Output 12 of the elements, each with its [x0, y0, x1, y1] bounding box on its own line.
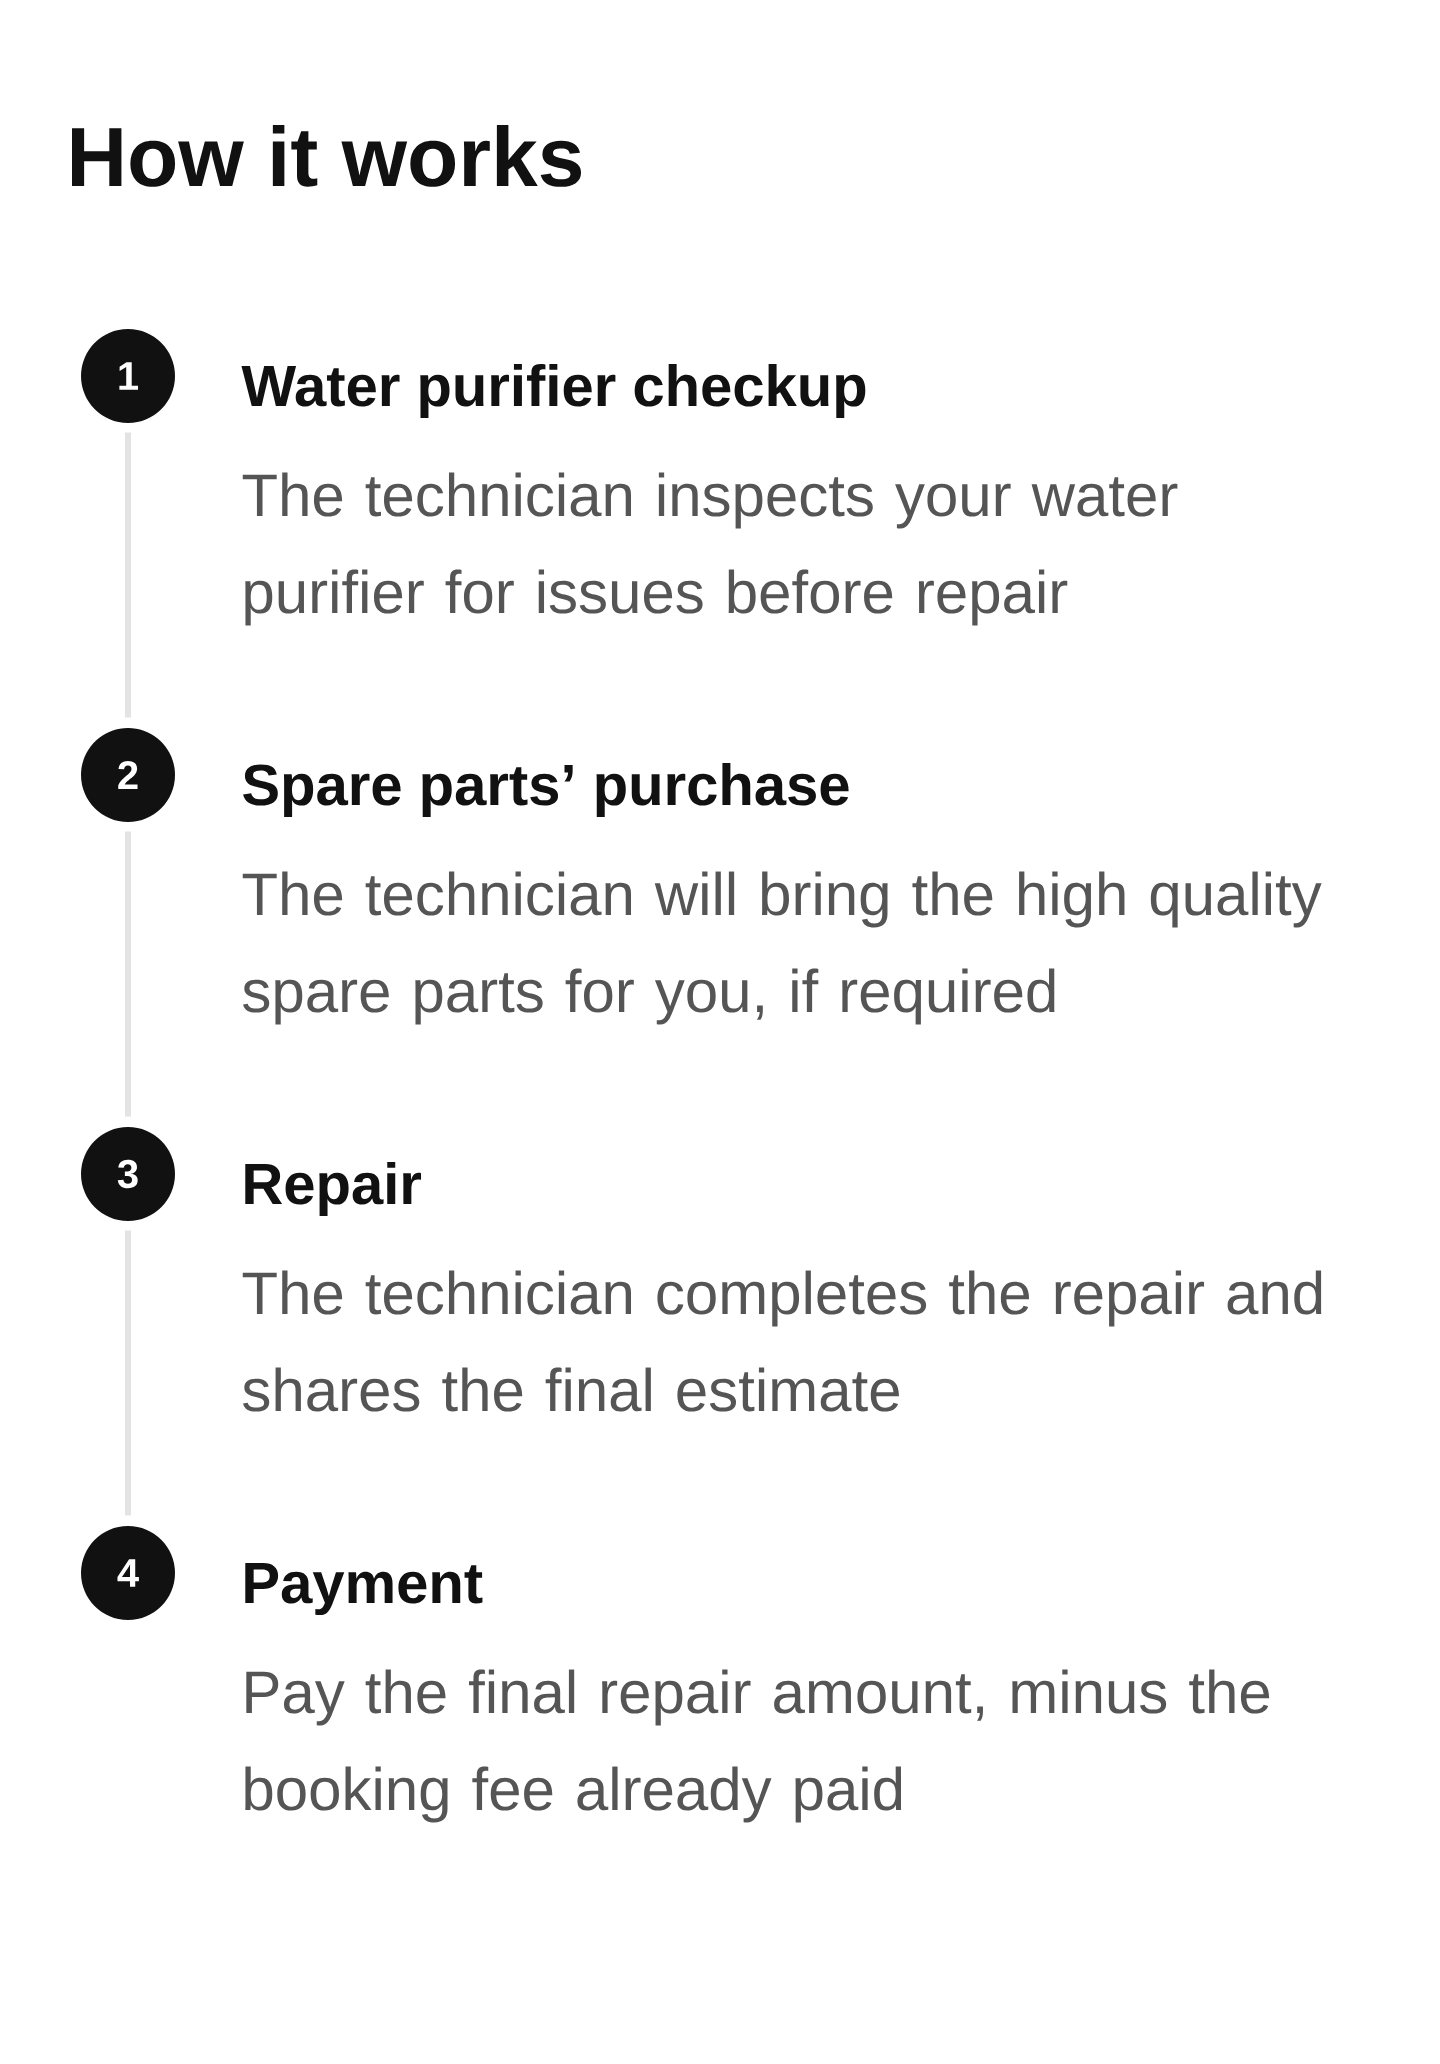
step-heading: Payment: [245, 1563, 483, 1616]
step-description: The technician will bring the high quality spare parts for you, if required: [242, 871, 1322, 1025]
step-description: Pay the final repair amount, minus the booking fee already paid: [245, 1669, 1270, 1823]
step-heading: Repair: [245, 1162, 422, 1217]
step-description: The technician inspects your water purifier for issues before repair: [242, 472, 1178, 626]
step-heading: Spare parts’ purchase: [243, 762, 849, 818]
connector-line: [125, 831, 131, 1117]
heading: How it works: [72, 125, 581, 187]
connector-line: [125, 432, 131, 718]
connector-line: [125, 1230, 131, 1516]
step-heading: Water purifier checkup: [241, 363, 866, 419]
step-description: The technician completes the repair and shares the final estimate: [242, 1270, 1322, 1412]
